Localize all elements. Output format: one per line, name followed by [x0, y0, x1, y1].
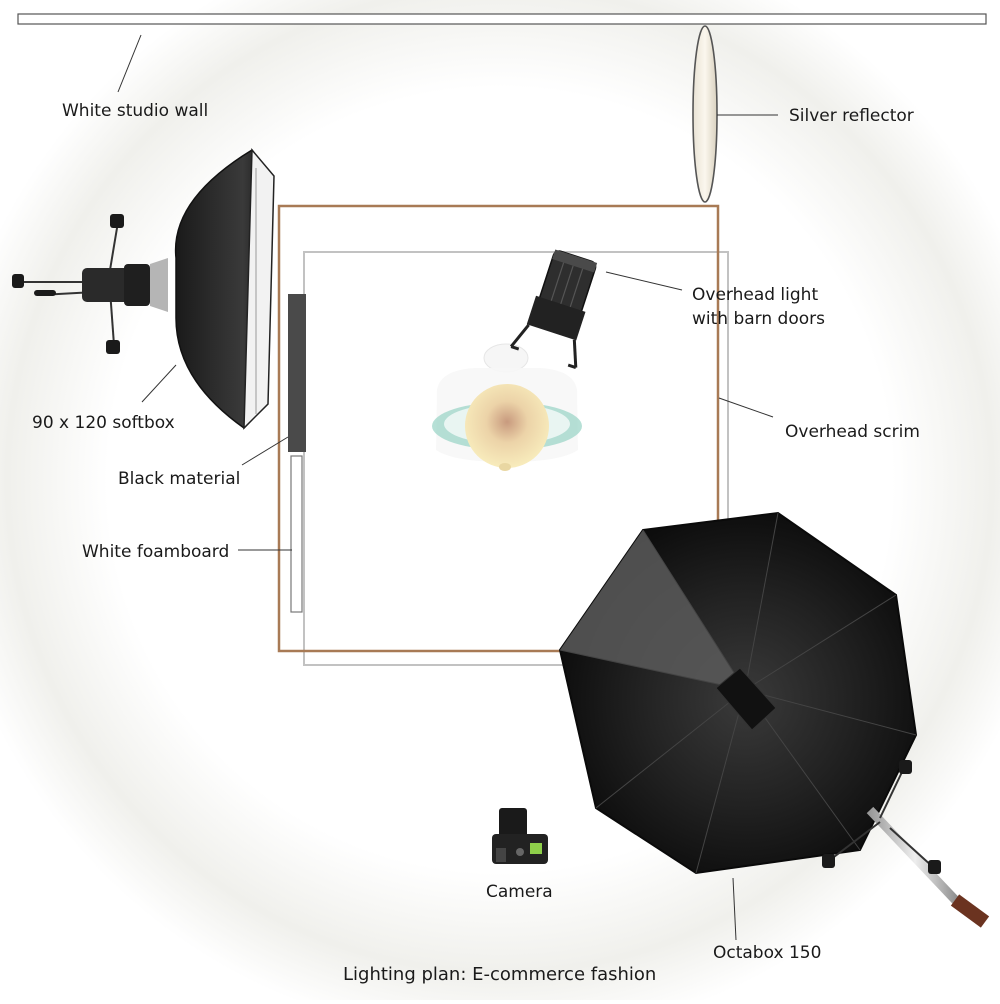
lightbulb-icon: [465, 384, 549, 471]
softbox-leader-line: [141, 364, 177, 403]
octabox-icon: [558, 511, 990, 928]
reflector-label: Silver reflector: [789, 106, 914, 126]
overhead-light-label-line2: with barn doors: [692, 309, 825, 329]
camera-label: Camera: [486, 882, 553, 902]
softbox-label: 90 x 120 softbox: [32, 413, 175, 433]
overhead-light-icon: [509, 249, 598, 369]
scrim-leader-line: [718, 397, 774, 418]
overhead-light-label-line1: Overhead light: [692, 285, 818, 305]
overhead-scrim: [277, 204, 720, 653]
studio-wall: [17, 13, 987, 25]
reflector-icon: [692, 25, 718, 203]
diagram-caption: Lighting plan: E-commerce fashion: [343, 964, 656, 985]
black-material-label: Black material: [118, 469, 240, 489]
scrim-label: Overhead scrim: [785, 422, 920, 442]
black-material: [288, 294, 306, 452]
white-foamboard: [290, 455, 303, 613]
octabox-label: Octabox 150: [713, 943, 821, 963]
foamboard-label: White foamboard: [82, 542, 229, 562]
softbox-stand-icon: [12, 148, 275, 430]
overhead-light-leader-line: [605, 271, 683, 291]
black-material-leader-line: [241, 436, 289, 466]
octabox-leader-line: [732, 877, 737, 941]
wall-label: White studio wall: [62, 101, 208, 121]
wall-leader-line: [117, 34, 142, 93]
camera-icon: [492, 808, 548, 864]
